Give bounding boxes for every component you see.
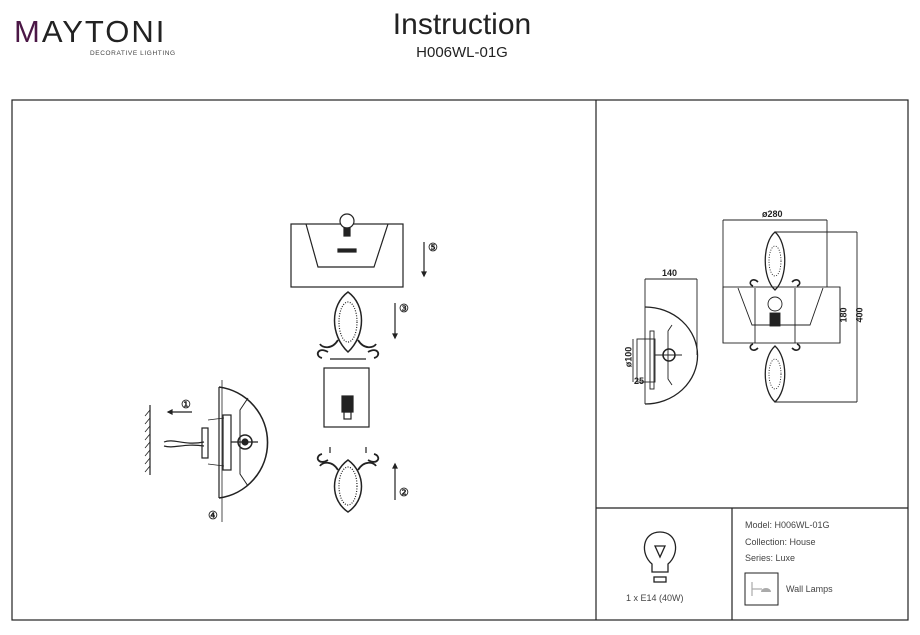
dim-depth: 140 <box>662 268 678 278</box>
spec-series: Series: Luxe <box>745 553 796 563</box>
lower-decorative-arm <box>316 447 380 513</box>
brand-tagline: DECORATIVE LIGHTING <box>90 50 176 57</box>
spec-collection: Collection: House <box>745 537 816 547</box>
wall-lamp-icon <box>744 572 779 606</box>
lamp-shade <box>290 213 404 288</box>
arrow-step-3 <box>392 303 398 340</box>
socket-assembly <box>323 367 370 428</box>
arrow-step-5 <box>421 242 427 278</box>
sheet-frame <box>11 99 909 621</box>
spec-category: Wall Lamps <box>786 584 833 594</box>
bulb-icon <box>643 531 677 583</box>
brand-logo: MAYTONI <box>14 14 167 49</box>
arrow-step-1 <box>166 409 192 415</box>
step-3-label: ③ <box>399 303 409 315</box>
step-4-label: ④ <box>208 510 218 522</box>
wall-mount-side-view <box>163 380 269 522</box>
side-view-drawing <box>632 278 699 405</box>
upper-decorative-arm <box>316 291 380 360</box>
wall-hatch <box>144 405 151 475</box>
dim-width: ø280 <box>762 209 783 219</box>
dim-base-depth: 25 <box>634 376 645 386</box>
arrow-step-2 <box>392 462 398 500</box>
dim-height: 400 <box>854 307 865 323</box>
front-view-drawing <box>722 219 858 403</box>
step-2-label: ② <box>399 487 409 499</box>
spec-model: Model: H006WL-01G <box>745 520 830 530</box>
bulb-spec: 1 x E14 (40W) <box>626 593 684 603</box>
model-number: H006WL-01G <box>416 44 508 61</box>
dim-base-diameter: ø100 <box>623 346 634 368</box>
step-5-label: ⑤ <box>428 242 438 254</box>
dim-shade-height: 180 <box>838 307 849 323</box>
page-title: Instruction <box>392 8 532 41</box>
step-1-label: ① <box>181 399 191 411</box>
